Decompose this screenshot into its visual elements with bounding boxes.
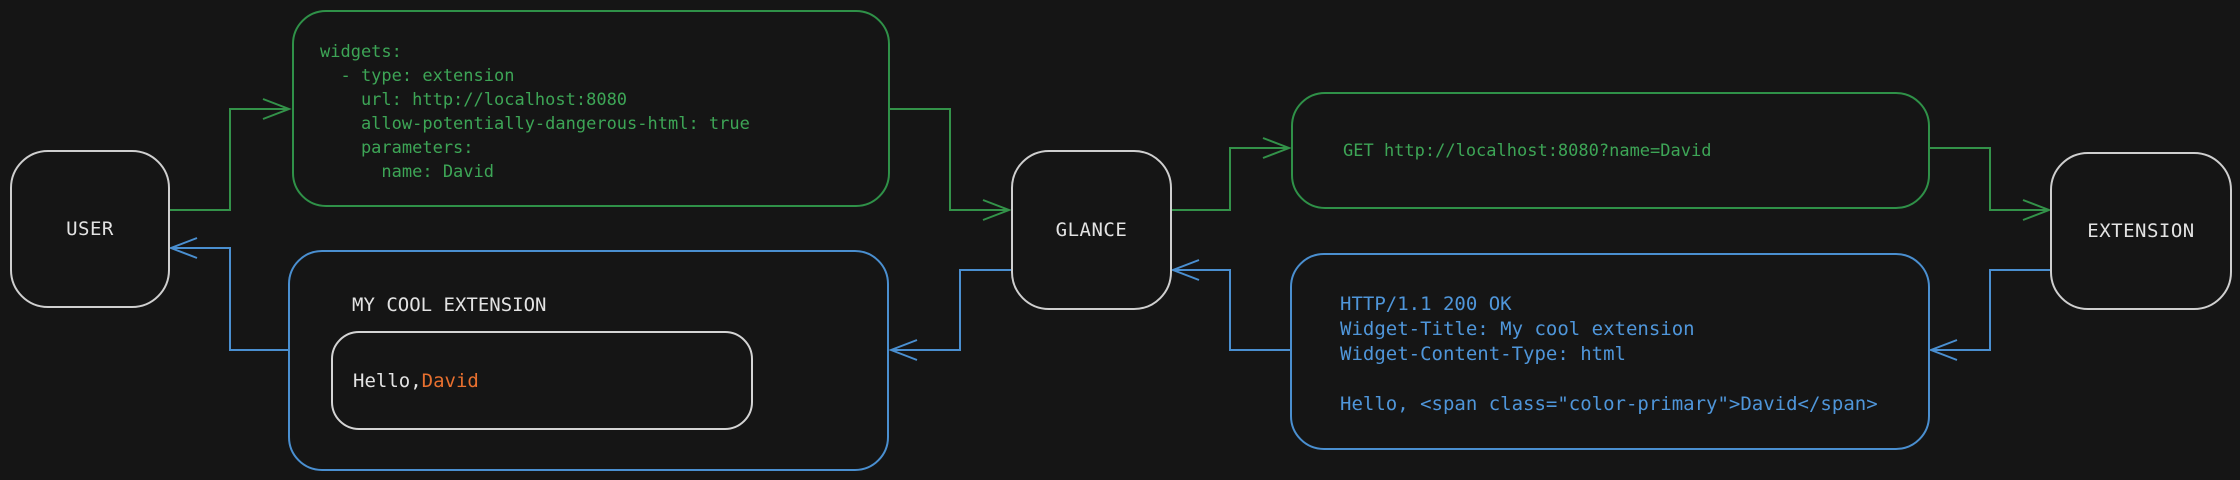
node-extension: EXTENSION [2050, 152, 2232, 310]
widget-greeting-box: Hello, David [331, 331, 753, 430]
arrowhead-right-icon [1262, 137, 1292, 159]
config-yaml-box: widgets: - type: extension url: http://l… [292, 10, 890, 207]
arrowhead-right-icon [262, 98, 292, 120]
greeting-prefix: Hello, [353, 369, 422, 392]
node-extension-label: EXTENSION [2087, 220, 2195, 242]
connector-extension-to-response [1931, 269, 2050, 351]
http-response-box: HTTP/1.1 200 OK Widget-Title: My cool ex… [1290, 253, 1930, 450]
http-request-box: GET http://localhost:8080?name=David [1291, 92, 1930, 209]
http-response-code: HTTP/1.1 200 OK Widget-Title: My cool ex… [1340, 292, 1878, 415]
greeting-name: David [421, 369, 479, 392]
connector-response-to-glance [1173, 269, 1290, 351]
config-yaml-code: widgets: - type: extension url: http://l… [320, 41, 750, 182]
rendered-widget-box: MY COOL EXTENSION Hello, David [288, 250, 889, 471]
connector-widget-to-user [171, 247, 288, 351]
widget-title: MY COOL EXTENSION [352, 294, 547, 316]
connector-user-to-config [170, 108, 289, 211]
http-request-text: GET http://localhost:8080?name=David [1343, 140, 1712, 161]
arrowhead-left-icon [888, 339, 918, 361]
node-glance-label: GLANCE [1055, 219, 1128, 241]
connector-glance-to-request [1172, 147, 1289, 211]
node-user: USER [10, 150, 170, 308]
connector-request-to-extension [1930, 147, 2049, 211]
arrowhead-left-icon [1170, 259, 1200, 281]
arrowhead-left-icon [1928, 339, 1958, 361]
connector-glance-to-widget [891, 269, 1011, 351]
connector-config-to-glance [890, 108, 1009, 211]
arrowhead-right-icon [982, 199, 1012, 221]
node-user-label: USER [66, 218, 114, 240]
arrowhead-right-icon [2022, 199, 2052, 221]
node-glance: GLANCE [1011, 150, 1172, 310]
arrowhead-left-icon [168, 237, 198, 259]
